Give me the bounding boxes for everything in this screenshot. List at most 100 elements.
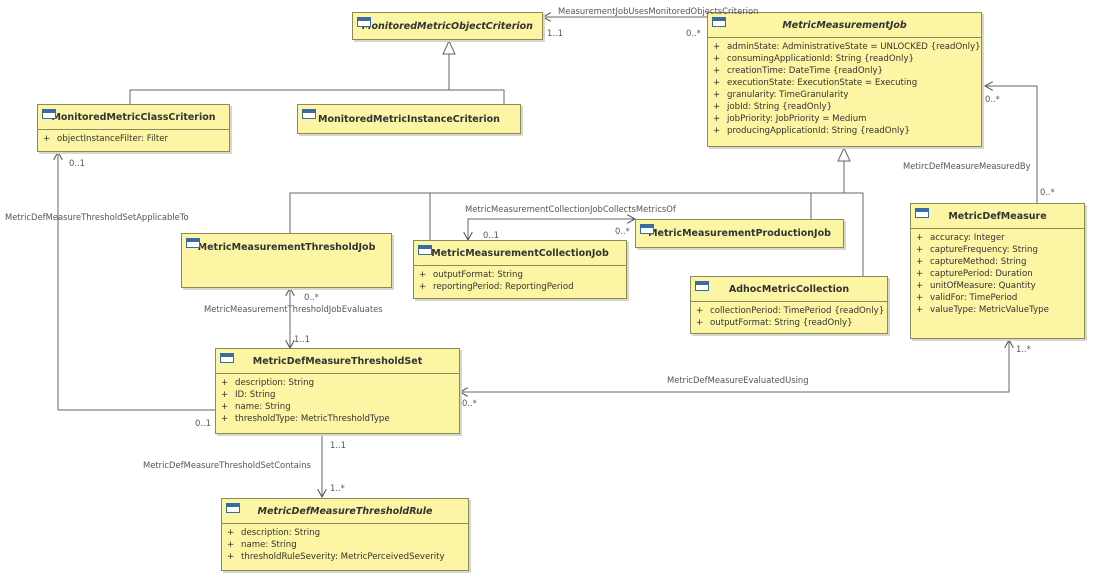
class-monitored-metric-instance-criterion[interactable]: MonitoredMetricInstanceCriterion [297, 104, 521, 134]
attribute-text: outputFormat: String {readOnly} [710, 318, 853, 328]
class-header: MonitoredMetricObjectCriterion [353, 13, 542, 39]
attribute-list: + objectInstanceFilter: Filter [38, 130, 229, 148]
attribute-row: + executionState: ExecutionState = Execut… [712, 77, 977, 89]
attribute-visibility: + [916, 305, 924, 315]
attribute-list: + adminState: AdministrativeState = UNLOC… [708, 38, 981, 140]
mult-evaluated-set-end: 0..* [462, 398, 477, 408]
class-icon [640, 224, 654, 234]
class-metric-measurement-collection-job[interactable]: MetricMeasurementCollectionJob + outputFo… [413, 240, 627, 299]
attribute-text: ID: String [235, 390, 276, 400]
attribute-text: collectionPeriod: TimePeriod {readOnly} [710, 306, 885, 316]
attribute-list: + outputFormat: String + reportingPeriod: R… [414, 266, 626, 296]
class-icon [418, 245, 432, 255]
attribute-visibility: + [713, 78, 721, 88]
attribute-text: description: String [235, 378, 315, 388]
mult-applicable-criterion-end: 0..1 [69, 158, 85, 168]
gen-threshold-job-line [289, 192, 864, 276]
class-icon [915, 208, 929, 218]
attribute-visibility: + [419, 270, 427, 280]
attribute-text: granularity: TimeGranularity [727, 90, 849, 100]
attribute-text: consumingApplicationId: String {readOnly… [727, 54, 914, 64]
attribute-row: + ID: String [220, 389, 455, 401]
attribute-row: +creationTime: DateTime {readOnly} [712, 65, 977, 77]
assoc-label-collects-metrics-of: MetricMeasurementCollectionJobCollectsMe… [465, 204, 676, 214]
attribute-text: name: String [235, 402, 291, 412]
mult-measured-by-measure-end: 0..* [1040, 187, 1055, 197]
mult-evaluates-set-end: 1..1 [294, 334, 310, 344]
gen-class-criterion-line [129, 89, 505, 104]
class-metric-measurement-production-job[interactable]: MetricMeasurementProductionJob [635, 219, 844, 248]
attribute-visibility: + [916, 269, 924, 279]
class-monitored-metric-object-criterion[interactable]: MonitoredMetricObjectCriterion [352, 12, 543, 40]
attribute-row: + name: String [220, 401, 455, 413]
class-adhoc-metric-collection[interactable]: AdhocMetricCollection +collectionPeriod:… [690, 276, 888, 334]
class-header: MetricMeasurementProductionJob [636, 220, 843, 247]
assoc-evaluated-using [460, 340, 1009, 392]
gen-triangle-criterion [442, 39, 456, 55]
gen-triangle-job [837, 146, 851, 162]
class-header: MetricDefMeasure [911, 204, 1084, 229]
attribute-text: outputFormat: String [433, 270, 523, 280]
class-metric-def-measure[interactable]: MetricDefMeasure +accuracy: Integer+capt… [910, 203, 1085, 339]
attribute-visibility: + [713, 102, 721, 112]
class-metric-def-measure-threshold-rule[interactable]: MetricDefMeasureThresholdRule +descripti… [221, 498, 469, 571]
attribute-visibility: + [713, 42, 721, 52]
attribute-row: +jobPriority: JobPriority = Medium [712, 113, 977, 125]
attribute-text: reportingPeriod: ReportingPeriod [433, 282, 574, 292]
attribute-visibility: + [221, 390, 229, 400]
attribute-text: description: String [241, 528, 321, 538]
attribute-row: +consumingApplicationId: String {readOnl… [712, 53, 977, 65]
attribute-row: +description: String [220, 377, 455, 389]
class-metric-measurement-job[interactable]: MetricMeasurementJob + adminState: Admini… [707, 12, 982, 147]
class-name: MetricDefMeasureThresholdRule [257, 505, 433, 517]
mult-job-end: 0..* [686, 28, 701, 38]
mult-contains-rule-end: 1..* [330, 483, 345, 493]
attribute-visibility: + [43, 134, 51, 144]
class-header: MonitoredMetricInstanceCriterion [298, 105, 520, 133]
mult-evaluated-measure-end: 1..* [1016, 344, 1031, 354]
class-header: MetricDefMeasureThresholdRule [222, 499, 468, 524]
attribute-row: + capturePeriod: Duration [915, 268, 1080, 280]
attribute-text: unitOfMeasure: Quantity [930, 281, 1036, 291]
class-header: MetricMeasurementCollectionJob [414, 241, 626, 266]
assoc-label-measured-by: MetircDefMeasureMeasuredBy [903, 161, 1031, 171]
attribute-text: thresholdRuleSeverity: MetricPerceivedSe… [241, 552, 445, 562]
attribute-text: thresholdType: MetricThresholdType [235, 414, 390, 424]
mult-applicable-set-end: 0..1 [195, 418, 211, 428]
attribute-row: +captureFrequency: String [915, 244, 1080, 256]
mult-collects-production-end: 0..* [615, 226, 630, 236]
class-name: MetricMeasurementProductionJob [648, 228, 831, 239]
assoc-threshold-set-applicable-to [58, 152, 215, 411]
attribute-text: valueType: MetricValueType [930, 305, 1049, 315]
class-metric-def-measure-threshold-set[interactable]: MetricDefMeasureThresholdSet +descriptio… [215, 348, 460, 434]
attribute-row: +thresholdType: MetricThresholdType [220, 413, 455, 425]
assoc-label-evaluated-using: MetricDefMeasureEvaluatedUsing [667, 375, 809, 385]
class-name: AdhocMetricCollection [728, 283, 850, 295]
attribute-text: captureMethod: String [930, 257, 1027, 267]
attribute-text: objectInstanceFilter: Filter [57, 134, 169, 144]
attribute-row: +granularity: TimeGranularity [712, 89, 977, 101]
class-icon [695, 281, 709, 291]
attribute-text: adminState: AdministrativeState = UNLOCK… [727, 42, 981, 52]
attribute-row: + adminState: AdministrativeState = UNLOC… [712, 41, 981, 53]
attribute-visibility: + [713, 114, 721, 124]
attribute-visibility: + [419, 282, 427, 292]
attribute-row: + valueType: MetricValueType [915, 304, 1080, 316]
class-metric-measurement-threshold-job[interactable]: MetricMeasurementThresholdJob [181, 233, 392, 288]
class-icon [220, 353, 234, 363]
attribute-visibility: + [916, 257, 924, 267]
class-monitored-metric-class-criterion[interactable]: MonitoredMetricClassCriterion + objectIns… [37, 104, 230, 152]
attribute-visibility: + [916, 281, 924, 291]
class-icon [302, 109, 316, 119]
attribute-text: executionState: ExecutionState = Executi… [727, 78, 918, 88]
class-name: MonitoredMetricClassCriterion [51, 111, 216, 123]
class-icon [712, 17, 726, 27]
attribute-visibility: + [221, 402, 229, 412]
class-name: MetricMeasurementCollectionJob [431, 247, 609, 259]
attribute-list: +description: String+name: String+thresh… [222, 524, 468, 566]
mult-collects-collection-end: 0..1 [483, 230, 499, 240]
attribute-text: capturePeriod: Duration [930, 269, 1033, 279]
class-name: MetricMeasurementJob [782, 19, 907, 31]
assoc-measured-by [985, 86, 1038, 203]
